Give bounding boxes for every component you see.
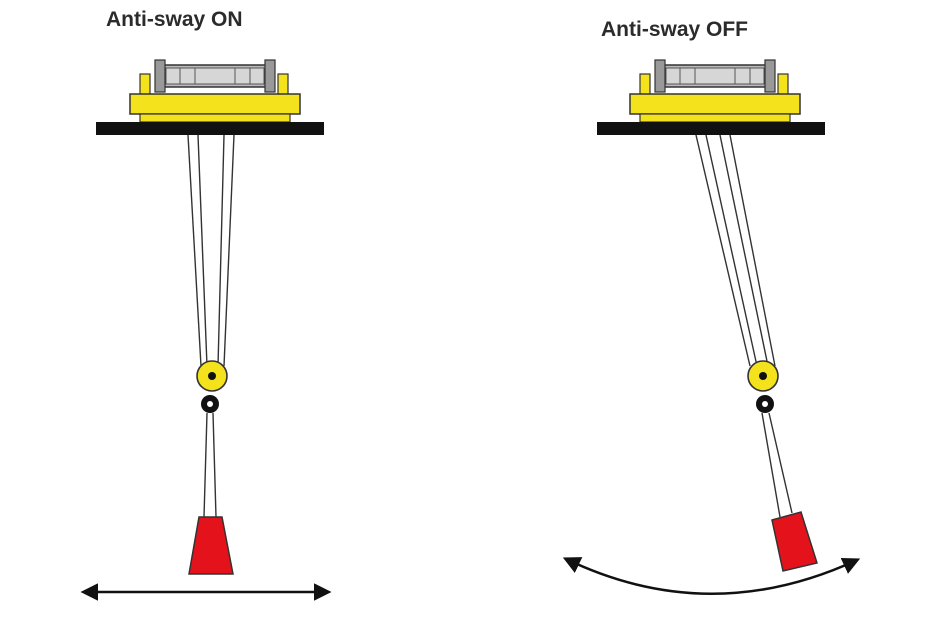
rail [597, 122, 825, 135]
anti-sway-on-title: Anti-sway ON [106, 8, 243, 31]
hoist-ropes [187, 134, 235, 367]
anti-sway-off-title: Anti-sway OFF [601, 18, 749, 41]
hoist-ropes [695, 134, 776, 367]
load [771, 511, 818, 572]
hoist-drum [154, 59, 276, 93]
trolley [129, 73, 301, 123]
hook-block [747, 360, 779, 413]
load-ropes [761, 412, 793, 518]
double-headed-curved-arrow-icon [562, 557, 861, 595]
rail [96, 122, 324, 135]
hoist-drum [654, 59, 776, 93]
hook-block [196, 360, 228, 413]
crane-anti-sway-off [562, 59, 861, 595]
load-ropes [203, 412, 217, 518]
load [188, 516, 234, 575]
crane-anti-sway-on [80, 59, 332, 601]
